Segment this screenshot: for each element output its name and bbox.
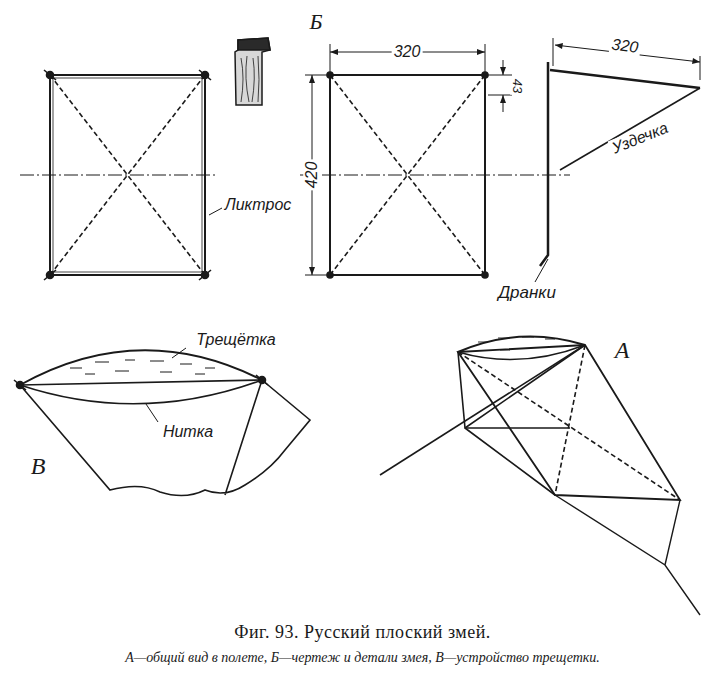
figure-caption: А—общий вид в полете, Б—чертеж и детали … (0, 650, 725, 666)
part-name: Дранки (496, 284, 558, 303)
view-letter: Б (308, 10, 325, 34)
part-name: Трещётка (194, 331, 277, 349)
kite-in-flight (380, 336, 700, 615)
kite-side-view (535, 38, 700, 282)
part-name: Ликтрос (223, 196, 294, 214)
part-name: Нитка (161, 423, 215, 441)
view-letter: А (613, 337, 632, 363)
dimension: 320 (392, 43, 423, 61)
wooden-block-detail (235, 38, 270, 105)
kite-front-view (20, 70, 222, 280)
dimension: 43 (510, 77, 524, 95)
kite-drawing (300, 44, 570, 278)
dimension: 420 (303, 160, 321, 191)
figure-title: Фиг. 93. Русский плоский змей. (0, 622, 725, 643)
dimension: 320 (609, 35, 642, 56)
rattle-detail (14, 348, 310, 496)
view-letter: В (29, 453, 48, 479)
